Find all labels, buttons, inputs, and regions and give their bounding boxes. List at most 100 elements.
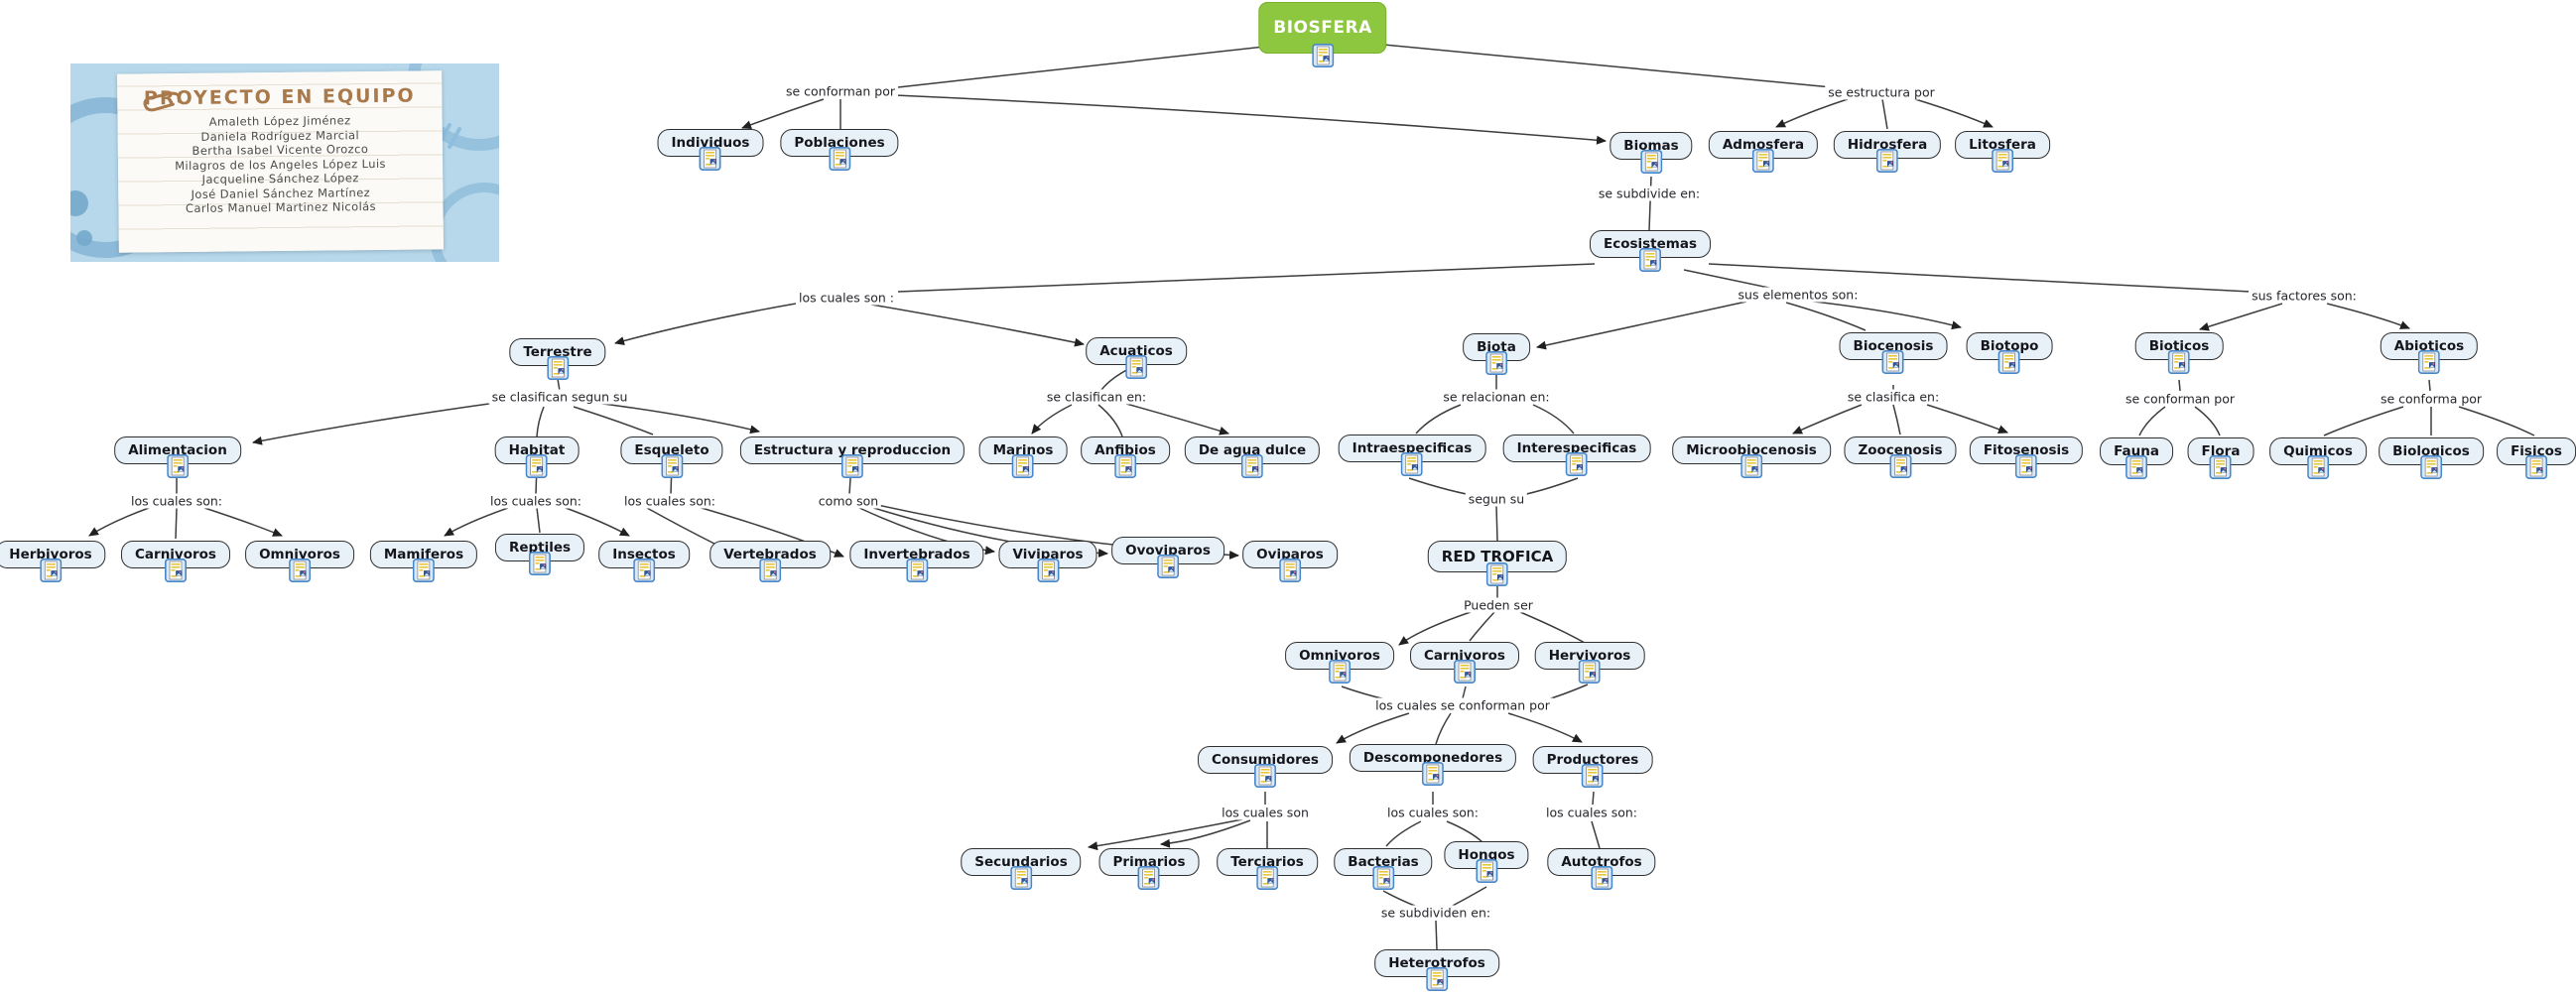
node-autotrofos[interactable]: Autotrofos: [1547, 848, 1656, 890]
node-biota[interactable]: Biota: [1463, 333, 1530, 375]
link-label-se-subdividen-en[interactable]: se subdividen en:: [1377, 905, 1494, 921]
resource-icon[interactable]: [633, 559, 655, 582]
resource-icon[interactable]: [1255, 866, 1278, 890]
link-label-se-estructura-por[interactable]: se estructura por: [1825, 84, 1938, 100]
resource-icon[interactable]: [1156, 555, 1179, 578]
link-label-los-cuales-son[interactable]: los cuales son :: [796, 290, 897, 306]
node-ecosistemas[interactable]: Ecosistemas: [1589, 230, 1712, 272]
node-biomas[interactable]: Biomas: [1610, 132, 1693, 174]
resource-icon[interactable]: [1475, 859, 1497, 883]
resource-icon[interactable]: [526, 454, 548, 478]
resource-icon[interactable]: [1997, 350, 2020, 374]
resource-icon[interactable]: [1009, 866, 1032, 890]
resource-icon[interactable]: [1425, 967, 1448, 991]
node-ovoviparos[interactable]: Ovoviparos: [1111, 537, 1224, 578]
link-label-se-subdivide-en[interactable]: se subdivide en:: [1595, 186, 1704, 201]
resource-icon[interactable]: [829, 147, 850, 171]
node-productores[interactable]: Productores: [1532, 746, 1653, 788]
node-litosfera[interactable]: Litosfera: [1955, 131, 2050, 173]
resource-icon[interactable]: [905, 559, 928, 582]
link-label-se-conforman-por[interactable]: se conforman por: [2122, 391, 2239, 407]
node-fitosenosis[interactable]: Fitosenosis: [1969, 436, 2084, 478]
link-label-los-cuales-son[interactable]: los cuales son:: [486, 493, 585, 509]
resource-icon[interactable]: [2014, 454, 2037, 478]
resource-icon[interactable]: [1875, 149, 1898, 173]
node-biosfera[interactable]: BIOSFERA: [1258, 2, 1387, 67]
link-label-se-clasifica-en[interactable]: se clasifica en:: [1844, 389, 1943, 405]
node-heterotrofos[interactable]: Heterotrofos: [1374, 949, 1499, 991]
node-descomponedores[interactable]: Descomponedores: [1349, 744, 1517, 786]
node-oviparos[interactable]: Oviparos: [1242, 541, 1338, 582]
resource-icon[interactable]: [1882, 350, 1904, 374]
resource-icon[interactable]: [2168, 350, 2190, 374]
node-de-agua-dulce[interactable]: De agua dulce: [1184, 436, 1321, 478]
resource-icon[interactable]: [1012, 454, 1034, 478]
link-label-los-cuales-se-conforman-por[interactable]: los cuales se conforman por: [1372, 697, 1553, 713]
node-admosfera[interactable]: Admosfera: [1708, 131, 1819, 173]
link-label-segun-su[interactable]: segun su: [1465, 491, 1528, 507]
resource-icon[interactable]: [1279, 559, 1301, 582]
resource-icon[interactable]: [1484, 351, 1507, 375]
node-individuos[interactable]: Individuos: [657, 129, 764, 171]
resource-icon[interactable]: [546, 356, 569, 380]
node-interespecificas[interactable]: Interespecificas: [1502, 435, 1651, 476]
resource-icon[interactable]: [1639, 248, 1661, 272]
resource-icon[interactable]: [1036, 559, 1059, 582]
node-carnivoros[interactable]: Carnivoros: [1410, 642, 1519, 684]
node-hidrosfera[interactable]: Hidrosfera: [1833, 131, 1942, 173]
resource-icon[interactable]: [841, 454, 863, 478]
resource-icon[interactable]: [1565, 452, 1588, 476]
node-consumidores[interactable]: Consumidores: [1198, 746, 1333, 788]
link-label-se-clasifican-en[interactable]: se clasifican en:: [1043, 389, 1150, 405]
node-acuaticos[interactable]: Acuaticos: [1086, 337, 1187, 379]
node-terrestre[interactable]: Terrestre: [509, 338, 606, 380]
node-carnivoros[interactable]: Carnivoros: [121, 541, 230, 582]
resource-icon[interactable]: [1240, 454, 1263, 478]
link-label-sus-factores-son[interactable]: sus factores son:: [2249, 288, 2360, 304]
node-mamiferos[interactable]: Mamiferos: [369, 541, 478, 582]
link-label-se-conforma-por[interactable]: se conforma por: [2377, 391, 2486, 407]
link-label-los-cuales-son[interactable]: los cuales son:: [1542, 805, 1641, 820]
link-label-pueden-ser[interactable]: Pueden ser: [1461, 597, 1536, 613]
link-label-como-son[interactable]: como son: [815, 493, 882, 509]
resource-icon[interactable]: [758, 559, 781, 582]
link-label-se-relacionan-en[interactable]: se relacionan en:: [1440, 389, 1553, 405]
node-insectos[interactable]: Insectos: [598, 541, 690, 582]
node-bacterias[interactable]: Bacterias: [1334, 848, 1433, 890]
resource-icon[interactable]: [1124, 355, 1147, 379]
resource-icon[interactable]: [39, 559, 62, 582]
link-label-los-cuales-son[interactable]: los cuales son:: [127, 493, 226, 509]
node-omnivoros[interactable]: Omnivoros: [245, 541, 354, 582]
resource-icon[interactable]: [1579, 660, 1601, 684]
node-viviparos[interactable]: Viviparos: [998, 541, 1097, 582]
resource-icon[interactable]: [1137, 866, 1160, 890]
resource-icon[interactable]: [165, 559, 187, 582]
node-esqueleto[interactable]: Esqueleto: [620, 436, 723, 478]
node-terciarios[interactable]: Terciarios: [1217, 848, 1318, 890]
node-bioticos[interactable]: Bioticos: [2134, 332, 2224, 374]
resource-icon[interactable]: [2210, 455, 2232, 479]
resource-icon[interactable]: [1454, 660, 1476, 684]
resource-icon[interactable]: [413, 559, 435, 582]
node-alimentacion[interactable]: Alimentacion: [114, 436, 241, 478]
node-biocenosis[interactable]: Biocenosis: [1839, 332, 1948, 374]
node-abioticos[interactable]: Abioticos: [2380, 332, 2479, 374]
resource-icon[interactable]: [1590, 866, 1612, 890]
resource-icon[interactable]: [1582, 764, 1604, 788]
node-reptiles[interactable]: Reptiles: [494, 534, 585, 575]
node-fisicos[interactable]: Fisicos: [2497, 437, 2576, 479]
node-anfibios[interactable]: Anfibios: [1081, 436, 1170, 478]
resource-icon[interactable]: [288, 559, 311, 582]
node-biologicos[interactable]: Biologicos: [2379, 437, 2484, 479]
node-herbivoros[interactable]: Herbivoros: [0, 541, 106, 582]
resource-icon[interactable]: [167, 454, 189, 478]
node-zoocenosis[interactable]: Zoocenosis: [1844, 436, 1957, 478]
link-label-los-cuales-son[interactable]: los cuales son:: [620, 493, 719, 509]
node-habitat[interactable]: Habitat: [494, 436, 580, 478]
resource-icon[interactable]: [1751, 149, 1774, 173]
link-label-los-cuales-son[interactable]: los cuales son: [1219, 805, 1312, 820]
node-fauna[interactable]: Fauna: [2100, 437, 2173, 479]
node-vertebrados[interactable]: Vertebrados: [709, 541, 831, 582]
resource-icon[interactable]: [1889, 454, 1911, 478]
resource-icon[interactable]: [1311, 44, 1334, 67]
